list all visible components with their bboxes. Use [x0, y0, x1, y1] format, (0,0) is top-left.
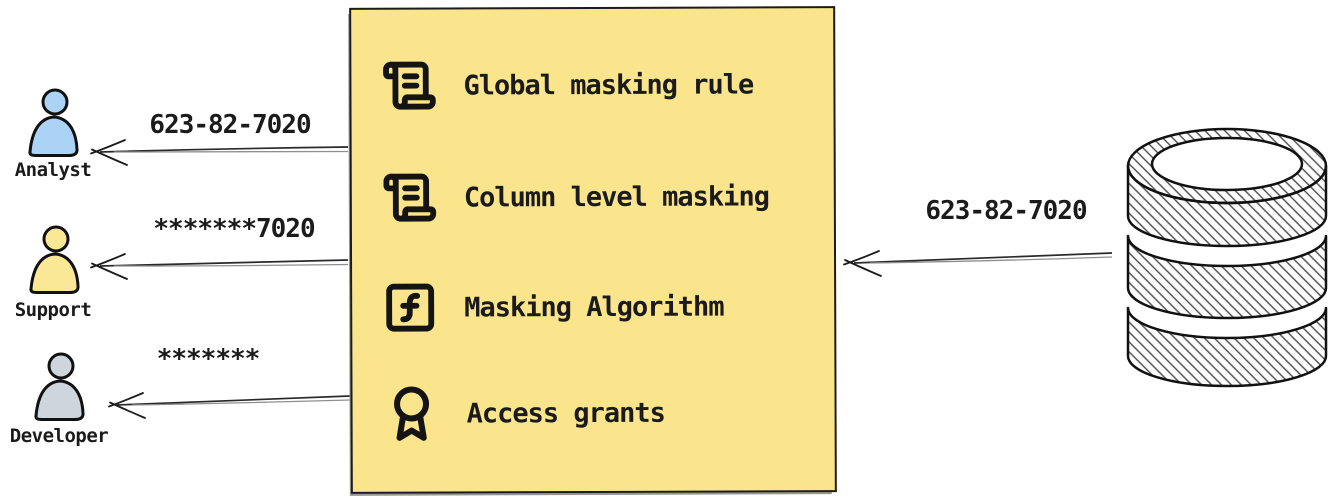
masking-box-row-algorithm: Masking Algorithm [382, 275, 724, 340]
arrow-to-support-icon [90, 253, 349, 280]
database-outgoing-value: 623-82-7020 [925, 196, 1087, 226]
analyst-received-value: 623-82-7020 [149, 110, 311, 140]
global-masking-rule-label: Global masking rule [463, 68, 754, 101]
developer-received-value: ******* [156, 344, 261, 374]
developer-person-icon [34, 352, 85, 421]
arrow-to-developer-icon [108, 392, 351, 419]
database-icon [1126, 127, 1328, 388]
access-grants-label: Access grants [466, 397, 665, 429]
masking-box-row-global-rule: Global masking rule [381, 52, 753, 117]
masking-algorithm-label: Masking Algorithm [464, 291, 724, 323]
developer-label: Developer [9, 425, 109, 447]
award-icon [394, 386, 430, 441]
column-level-masking-label: Column level masking [463, 180, 769, 213]
masking-box-row-column-masking: Column level masking [382, 164, 769, 229]
analyst-person-icon [28, 88, 79, 157]
support-label: Support [14, 299, 92, 321]
arrow-to-masking-box-icon [843, 250, 1113, 277]
function-square-icon [386, 283, 435, 332]
scroll-text-icon [383, 173, 437, 222]
masking-box-row-access-grants: Access grants [382, 381, 665, 446]
support-person-icon [29, 225, 80, 294]
support-received-value: *******7020 [153, 214, 315, 244]
arrow-to-analyst-icon [90, 139, 349, 166]
masking-rules-box: Global masking rule Column level masking… [349, 6, 837, 494]
scroll-text-icon [383, 61, 436, 110]
analyst-label: Analyst [14, 159, 92, 181]
